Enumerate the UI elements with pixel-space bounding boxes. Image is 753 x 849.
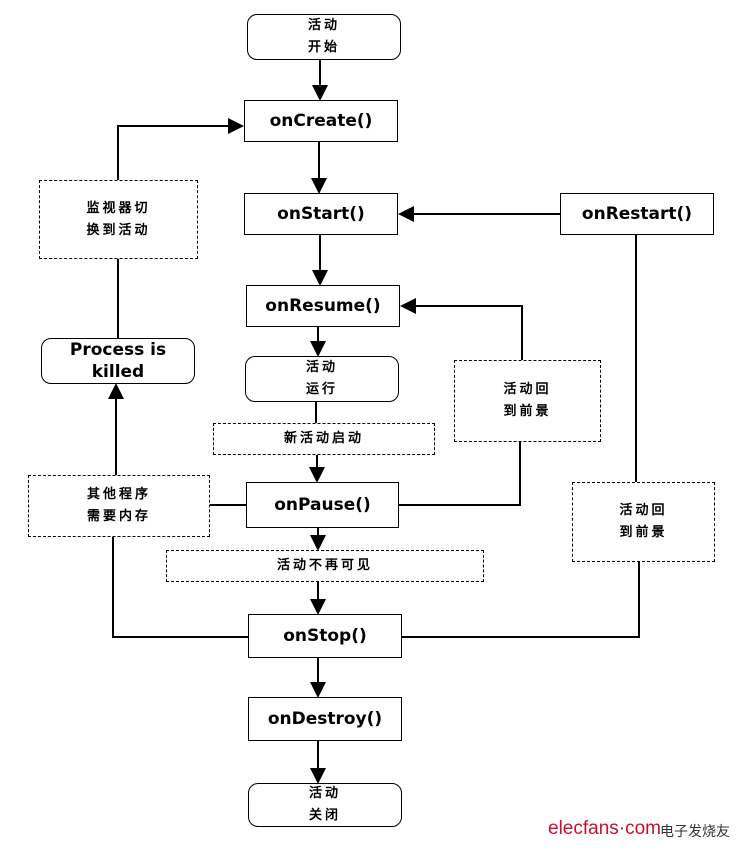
node-running: 活动 运行: [245, 356, 399, 402]
node-monitor-switch: 监视器切 换到活动: [39, 180, 198, 259]
node-on-restart: onRestart(): [560, 193, 714, 235]
node-on-create: onCreate(): [244, 100, 398, 142]
node-not-visible: 活动不再可见: [166, 550, 484, 582]
node-start: 活动 开始: [247, 14, 401, 60]
node-foreground-2: 活动回 到前景: [572, 482, 715, 562]
watermark-logo: elecfans·com: [548, 818, 661, 839]
node-closed: 活动 关闭: [248, 783, 402, 827]
node-process-killed: Process is killed: [41, 338, 195, 384]
edge-monitor-create: [117, 118, 244, 180]
edge-pause-foreground1: [399, 442, 521, 506]
node-on-stop: onStop(): [248, 614, 402, 658]
node-on-start: onStart(): [244, 193, 398, 235]
edge-foreground2-stop: [402, 562, 640, 638]
edge-otherapps-stop: [112, 537, 248, 638]
node-on-resume: onResume(): [246, 285, 400, 327]
node-other-apps: 其他程序 需要内存: [28, 475, 210, 537]
node-on-destroy: onDestroy(): [248, 697, 402, 741]
watermark-text: 电子发烧友: [660, 824, 730, 840]
edge-foreground1-resume: [400, 298, 523, 360]
node-new-activity: 新活动启动: [213, 423, 435, 455]
node-on-pause: onPause(): [246, 482, 399, 528]
node-foreground-1: 活动回 到前景: [454, 360, 601, 442]
